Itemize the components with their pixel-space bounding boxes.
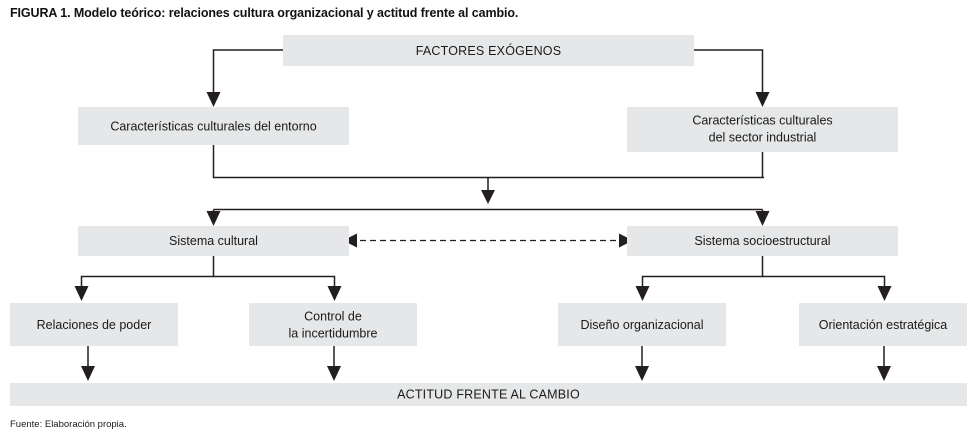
edge-merge-to-split bbox=[481, 177, 495, 204]
node-diseno-organizacional[interactable]: Diseño organizacional bbox=[558, 303, 726, 346]
edge-socio-system-split bbox=[635, 256, 892, 301]
edge-org-design-to-attitude bbox=[635, 346, 649, 381]
edge-split-to-socio-system bbox=[755, 209, 770, 226]
edge-strategic-orientation-to-attitude bbox=[877, 346, 891, 381]
node-relaciones-de-poder[interactable]: Relaciones de poder bbox=[10, 303, 178, 346]
node-sistema-socioestructural[interactable]: Sistema socioestructural bbox=[627, 226, 898, 256]
edge-uncertainty-to-attitude bbox=[327, 346, 341, 381]
node-caracteristicas-entorno-label: Características culturales del entorno bbox=[110, 119, 316, 133]
node-sistema-socioestructural-label: Sistema socioestructural bbox=[694, 234, 830, 248]
node-caracteristicas-sector-industrial[interactable]: Características culturales del sector in… bbox=[627, 107, 898, 152]
node-caracteristicas-sector-industrial-label-line2: del sector industrial bbox=[709, 130, 817, 144]
node-orientacion-estrategica-label: Orientación estratégica bbox=[819, 318, 948, 332]
edge-cultural-system-socio-system-link bbox=[343, 233, 633, 248]
edge-exogenous-to-industry bbox=[694, 49, 770, 107]
edge-split-to-cultural-system bbox=[206, 209, 221, 226]
node-control-incertidumbre-label-line2: la incertidumbre bbox=[289, 326, 378, 340]
node-orientacion-estrategica[interactable]: Orientación estratégica bbox=[799, 303, 967, 346]
node-sistema-cultural[interactable]: Sistema cultural bbox=[78, 226, 349, 256]
node-control-incertidumbre-label-line1: Control de bbox=[304, 309, 362, 323]
node-actitud-frente-al-cambio-label: ACTITUD FRENTE AL CAMBIO bbox=[397, 387, 580, 401]
node-factores-exogenos[interactable]: FACTORES EXÓGENOS bbox=[283, 35, 694, 66]
node-caracteristicas-entorno[interactable]: Características culturales del entorno bbox=[78, 107, 349, 145]
node-caracteristicas-sector-industrial-label-line1: Características culturales bbox=[692, 113, 832, 127]
node-control-incertidumbre[interactable]: Control de la incertidumbre bbox=[249, 303, 417, 346]
node-factores-exogenos-label: FACTORES EXÓGENOS bbox=[416, 43, 562, 58]
edge-exogenous-to-environment bbox=[206, 49, 283, 107]
node-relaciones-de-poder-label: Relaciones de poder bbox=[37, 318, 152, 332]
figure-title: FIGURA 1. Modelo teórico: relaciones cul… bbox=[10, 6, 519, 20]
node-actitud-frente-al-cambio[interactable]: ACTITUD FRENTE AL CAMBIO bbox=[10, 383, 967, 406]
node-sistema-cultural-label: Sistema cultural bbox=[169, 234, 258, 248]
edge-environment-to-merge bbox=[212, 145, 764, 179]
edge-power-relations-to-attitude bbox=[81, 346, 95, 381]
node-diseno-organizacional-label: Diseño organizacional bbox=[581, 318, 704, 332]
figure-source: Fuente: Elaboración propia. bbox=[10, 419, 127, 430]
edge-cultural-system-split bbox=[74, 256, 342, 301]
